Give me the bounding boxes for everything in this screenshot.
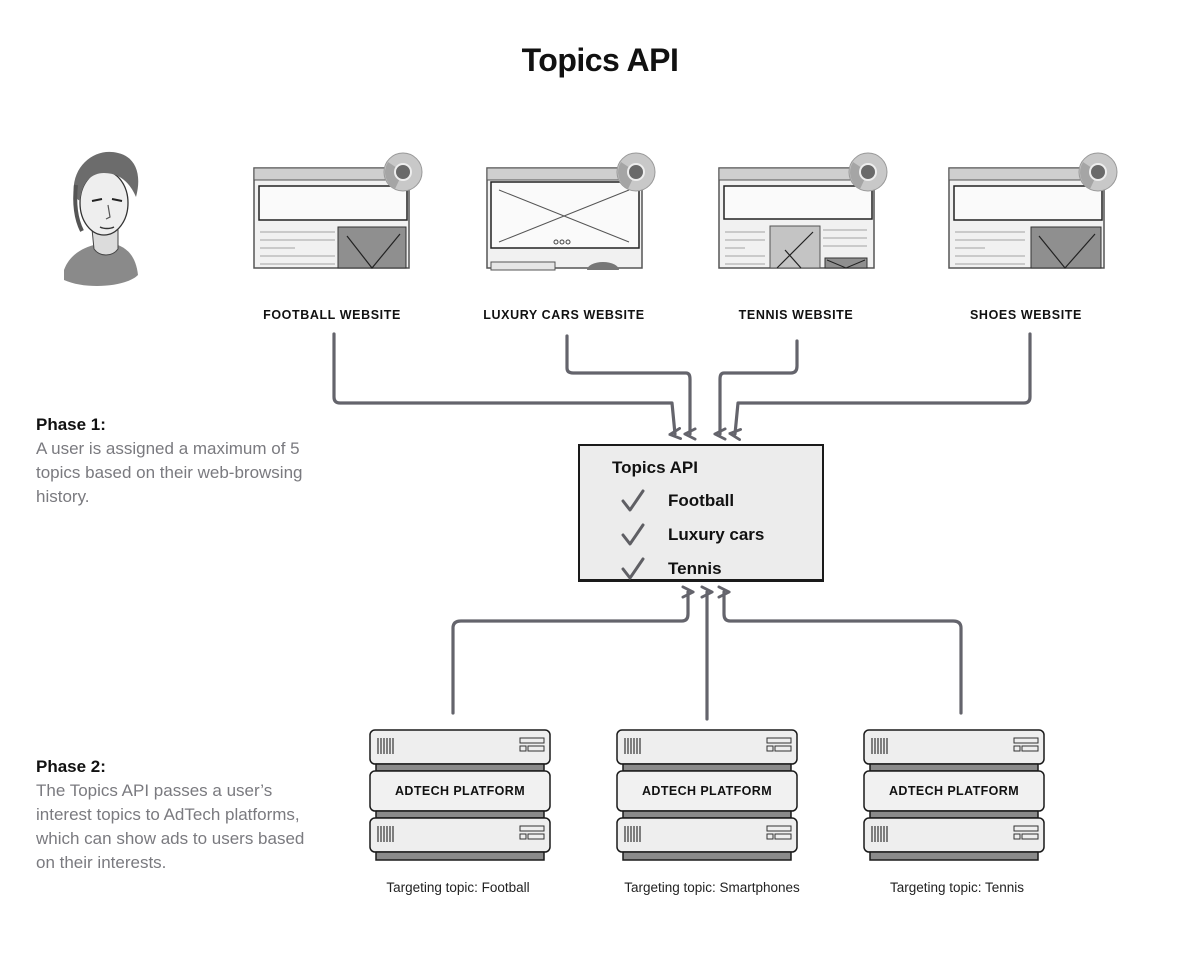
adtech-platform-tennis: ADTECH PLATFORM	[862, 728, 1046, 866]
arrow-platform3-to-api	[724, 592, 963, 715]
targeting-caption-smartphones: Targeting topic: Smartphones	[624, 880, 800, 895]
adtech-platform-smartphones: ADTECH PLATFORM	[615, 728, 799, 866]
topic-label: Luxury cars	[668, 525, 765, 544]
topics-api-box: Topics API Football Luxury cars Tennis	[578, 444, 824, 582]
website-label-shoes: SHOES WEBSITE	[970, 308, 1082, 322]
topic-label: Tennis	[668, 559, 722, 578]
adtech-platform-label: ADTECH PLATFORM	[888, 784, 1020, 798]
chrome-icon	[383, 152, 423, 192]
arrow-football-to-api	[332, 332, 675, 434]
topic-label: Football	[668, 491, 735, 510]
adtech-platform-football: ADTECH PLATFORM	[368, 728, 552, 866]
arrow-shoes-to-api	[735, 332, 1032, 434]
phase-1-section: Phase 1: A user is assigned a maximum of…	[36, 415, 336, 509]
topics-api-box-title: Topics API	[612, 458, 698, 477]
user-portrait-icon	[64, 151, 139, 287]
phase-2-title: Phase 2:	[36, 757, 106, 776]
chrome-icon	[616, 152, 656, 192]
browser-window-icon	[948, 152, 1118, 269]
server-stack-icon	[863, 729, 1045, 861]
chrome-icon	[848, 152, 888, 192]
server-stack-icon	[616, 729, 798, 861]
targeting-caption-football: Targeting topic: Football	[386, 880, 530, 895]
topic-item: Tennis	[620, 554, 722, 584]
adtech-platform-label: ADTECH PLATFORM	[641, 784, 773, 798]
checkmark-icon	[621, 489, 645, 512]
chrome-icon	[1078, 152, 1118, 192]
server-stack-icon	[369, 729, 551, 861]
arrow-tennis-to-api	[720, 339, 799, 434]
phase-2-section: Phase 2: The Topics API passes a user’s …	[36, 757, 326, 875]
diagram-title: Topics API	[521, 42, 679, 78]
phase-2-description: The Topics API passes a user’s interest …	[36, 781, 305, 872]
targeting-caption-tennis: Targeting topic: Tennis	[889, 880, 1025, 895]
arrow-luxury-cars-to-api	[565, 334, 690, 434]
website-label-luxury-cars: LUXURY CARS WEBSITE	[483, 308, 645, 322]
checkmark-icon	[621, 557, 645, 580]
adtech-platform-label: ADTECH PLATFORM	[394, 784, 526, 798]
checkmark-icon	[621, 523, 645, 546]
phase-1-title: Phase 1:	[36, 415, 106, 434]
topic-item: Luxury cars	[620, 520, 764, 550]
browser-window-icon	[486, 152, 656, 271]
browser-window-icon	[253, 152, 423, 269]
phase-1-description: A user is assigned a maximum of 5 topics…	[36, 439, 303, 506]
browser-window-icon	[718, 152, 888, 269]
topic-item: Football	[620, 486, 734, 516]
website-label-football: FOOTBALL WEBSITE	[263, 308, 401, 322]
arrow-platform1-to-api	[451, 592, 688, 715]
website-label-tennis: TENNIS WEBSITE	[738, 308, 854, 322]
